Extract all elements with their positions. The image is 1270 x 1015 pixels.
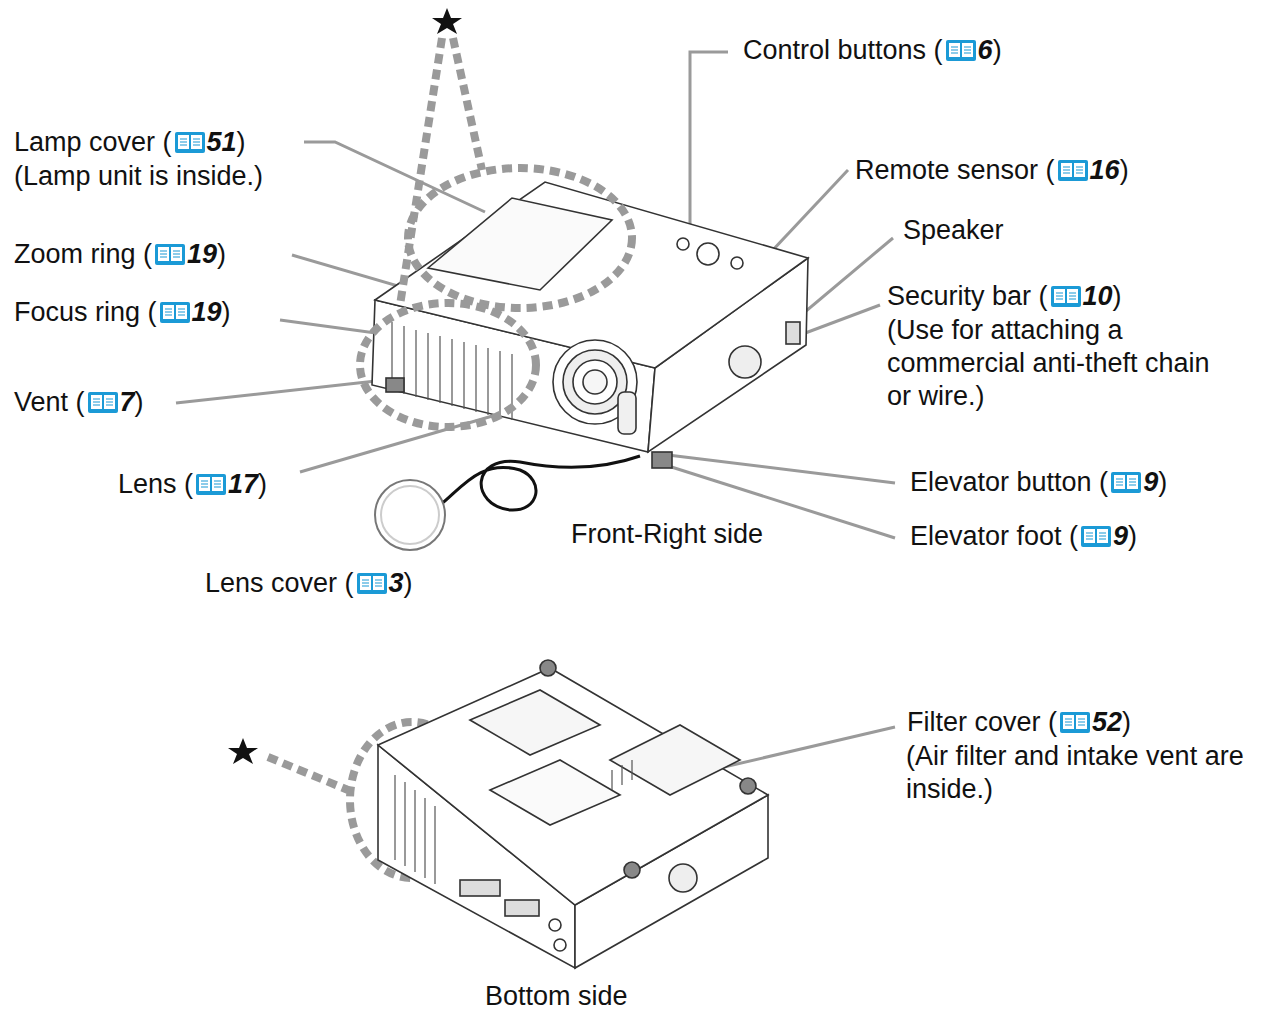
part-name: Filter cover ( [907,706,1057,738]
book-icon [154,242,186,266]
book-icon [1110,470,1142,494]
part-name: Focus ring ( [14,296,157,328]
part-name: Elevator button ( [910,466,1108,498]
book-icon [195,472,227,496]
note-text: (Air filter and intake vent are inside.) [906,740,1266,806]
callout-number: 19 [192,296,222,328]
book-icon [159,300,191,324]
bracket-text: ) [1113,280,1122,312]
book-icon [945,38,977,62]
part-name: Lamp cover ( [14,126,172,158]
part-name: Vent ( [14,386,85,418]
note-text: Speaker [903,214,1103,247]
book-icon [1057,158,1089,182]
part-name: Control buttons ( [743,34,943,66]
note-text: Bottom side [485,980,685,1013]
callout-number: 10 [1083,280,1113,312]
part-label: Lens cover ( 3) [205,567,413,599]
projector-front-view [372,182,808,550]
bracket-text: ) [258,468,267,500]
part-label: Remote sensor ( 16) [855,154,1129,186]
part-label: Focus ring ( 19) [14,296,231,328]
callout-number: 3 [389,567,404,599]
star-symbol [228,738,258,764]
part-name: Elevator foot ( [910,520,1078,552]
part-label: Elevator foot ( 9) [910,520,1137,552]
bracket-text: ) [1158,466,1167,498]
bracket-text: ) [993,34,1002,66]
projector-bottom-view [378,660,768,968]
callout-number: 19 [187,238,217,270]
part-name: Zoom ring ( [14,238,152,270]
part-label: Security bar ( 10) [887,280,1122,312]
callout-number: 51 [207,126,237,158]
bracket-text: ) [237,126,246,158]
bracket-text: ) [1122,706,1131,738]
bracket-text: ) [217,238,226,270]
part-name: Lens ( [118,468,193,500]
callout-number: 16 [1090,154,1120,186]
star-symbol [432,8,462,34]
note-text: Front-Right side [571,518,831,551]
note-text: (Use for attaching a commercial anti-the… [887,314,1227,413]
callout-number: 6 [978,34,993,66]
part-label: Zoom ring ( 19) [14,238,226,270]
bracket-text: ) [222,296,231,328]
note-text: (Lamp unit is inside.) [14,160,344,193]
part-label: Lamp cover ( 51) [14,126,246,158]
callout-number: 17 [228,468,258,500]
book-icon [356,571,388,595]
bracket-text: ) [404,567,413,599]
book-icon [87,390,119,414]
part-label: Filter cover ( 52) [907,706,1131,738]
part-label: Control buttons ( 6) [743,34,1002,66]
part-label: Lens ( 17) [118,468,267,500]
book-icon [1059,710,1091,734]
callout-number: 52 [1092,706,1122,738]
callout-number: 7 [120,386,135,418]
part-name: Lens cover ( [205,567,354,599]
part-label: Vent ( 7) [14,386,144,418]
bracket-text: ) [1128,520,1137,552]
book-icon [1080,524,1112,548]
book-icon [174,130,206,154]
leader-lines [176,52,895,775]
bracket-text: ) [135,386,144,418]
callout-number: 9 [1143,466,1158,498]
book-icon [1050,284,1082,308]
callout-number: 9 [1113,520,1128,552]
part-label: Elevator button ( 9) [910,466,1167,498]
part-name: Remote sensor ( [855,154,1055,186]
bracket-text: ) [1120,154,1129,186]
part-name: Security bar ( [887,280,1048,312]
